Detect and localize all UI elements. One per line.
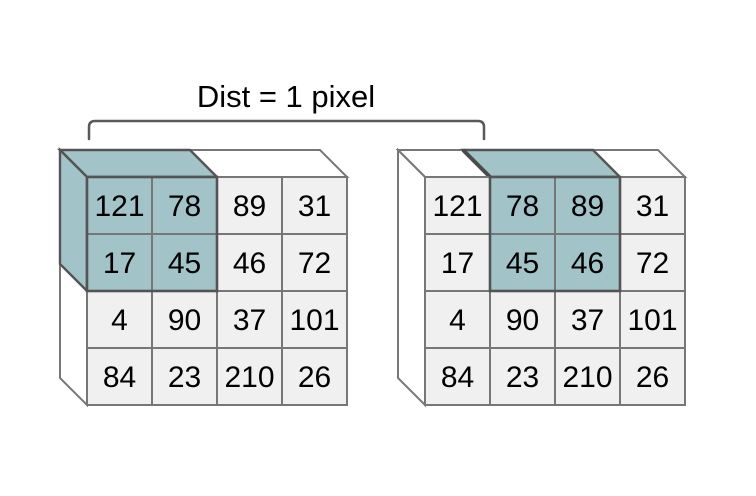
matrix-cell <box>281 347 348 406</box>
left-matrix: 121 78 89 31 17 45 46 72 4 90 37 101 84 23 210 26 <box>57 147 350 408</box>
matrix-cell <box>619 233 686 292</box>
cell-value: 101 <box>289 304 339 337</box>
cell-value: 46 <box>571 247 604 280</box>
cell-value: 46 <box>233 247 266 280</box>
cell-value: 89 <box>571 190 604 223</box>
cell-value: 90 <box>506 304 539 337</box>
matrix-cell <box>86 233 153 292</box>
cell-value: 72 <box>636 247 669 280</box>
cell-value: 26 <box>298 361 331 394</box>
matrix-cell <box>619 176 686 235</box>
cell-value: 4 <box>449 304 466 337</box>
cell-value: 72 <box>298 247 331 280</box>
matrix-cell <box>281 176 348 235</box>
cell-value: 4 <box>111 304 128 337</box>
matrix-cell <box>489 347 556 406</box>
cell-value: 84 <box>103 361 136 394</box>
matrix-cell <box>151 176 218 235</box>
cell-value: 101 <box>627 304 677 337</box>
right-matrix: 121 78 89 31 17 45 46 72 4 90 37 101 84 23 210 26 <box>395 147 688 408</box>
cell-value: 31 <box>636 190 669 223</box>
cell-value: 84 <box>441 361 474 394</box>
highlight-front-outline <box>85 175 219 293</box>
cell-value: 31 <box>298 190 331 223</box>
cell-value: 90 <box>168 304 201 337</box>
cell-value: 210 <box>224 361 274 394</box>
diagram-title: Dist = 1 pixel <box>197 79 375 114</box>
matrix-cell <box>281 290 348 349</box>
matrix-cell <box>489 290 556 349</box>
cell-value: 45 <box>506 247 539 280</box>
cell-value: 26 <box>636 361 669 394</box>
cell-value: 37 <box>233 304 266 337</box>
highlight-front-outline <box>488 175 622 293</box>
highlight-left-edge <box>461 148 492 179</box>
matrix-cell <box>619 347 686 406</box>
matrix-cell <box>554 233 621 292</box>
matrix-cell <box>424 290 491 349</box>
cell-value: 78 <box>506 190 539 223</box>
matrix-cell <box>619 290 686 349</box>
cell-value: 23 <box>168 361 201 394</box>
slab-left-face <box>397 147 426 408</box>
cell-value: 210 <box>562 361 612 394</box>
cell-value: 121 <box>432 190 482 223</box>
cell-value: 17 <box>103 247 136 280</box>
distance-bracket <box>87 119 486 141</box>
cell-value: 121 <box>94 190 144 223</box>
matrix-cell <box>216 347 283 406</box>
cell-value: 37 <box>571 304 604 337</box>
matrix-cell <box>554 347 621 406</box>
matrix-cell <box>86 347 153 406</box>
matrix-cell <box>151 347 218 406</box>
cell-value: 45 <box>168 247 201 280</box>
cell-value: 23 <box>506 361 539 394</box>
cell-value: 89 <box>233 190 266 223</box>
cell-value: 17 <box>441 247 474 280</box>
cell-value: 78 <box>168 190 201 223</box>
